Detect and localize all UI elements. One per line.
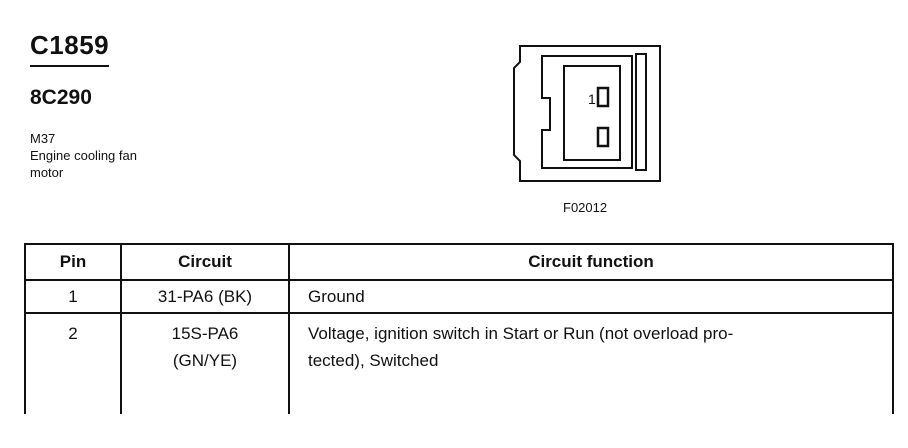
function-line: Voltage, ignition switch in Start or Run… bbox=[308, 324, 734, 343]
circuit-line: 15S-PA6 bbox=[171, 324, 239, 343]
connector-id: C1859 bbox=[30, 30, 110, 67]
part-number: 8C290 bbox=[30, 86, 92, 109]
function-line: tected), Switched bbox=[308, 351, 439, 370]
table-header-row: Pin Circuit Circuit function bbox=[24, 243, 894, 281]
pin-cell: 2 bbox=[24, 312, 122, 414]
circuit-cell: 31-PA6 (BK) bbox=[120, 279, 290, 314]
component-description: M37 Engine cooling fan motor bbox=[30, 130, 137, 181]
pin-label-1: 1 bbox=[588, 91, 596, 107]
circuit-function-cell: Ground bbox=[288, 279, 894, 314]
connector-pin-cavity-frame bbox=[563, 65, 621, 161]
circuit-line: (GN/YE) bbox=[172, 351, 238, 370]
column-header-circuit: Circuit bbox=[120, 243, 290, 281]
function-line: Ground bbox=[308, 287, 365, 306]
pin-cell: 1 bbox=[24, 279, 122, 314]
table-row: 1 31-PA6 (BK) Ground bbox=[24, 279, 894, 314]
circuit-cell: 15S-PA6 (GN/YE) bbox=[120, 312, 290, 414]
connector-inner-shroud bbox=[541, 55, 633, 169]
column-header-circuit-function: Circuit function bbox=[288, 243, 894, 281]
description-line: Engine cooling fan bbox=[30, 148, 137, 163]
description-line: motor bbox=[30, 165, 64, 180]
pinout-table: Pin Circuit Circuit function 1 31-PA6 (B… bbox=[24, 243, 894, 414]
circuit-function-cell: Voltage, ignition switch in Start or Run… bbox=[288, 312, 894, 414]
pin-terminal-1 bbox=[596, 86, 610, 108]
figure-reference: F02012 bbox=[563, 200, 608, 215]
column-header-pin: Pin bbox=[24, 243, 122, 281]
pin-terminal-2 bbox=[596, 126, 610, 148]
circuit-line: 31-PA6 (BK) bbox=[157, 287, 253, 306]
table-row: 2 15S-PA6 (GN/YE) Voltage, ignition swit… bbox=[24, 312, 894, 414]
connector-outer-housing bbox=[513, 45, 661, 182]
connector-right-rib bbox=[635, 53, 647, 171]
description-line: M37 bbox=[30, 131, 56, 146]
connector-face-diagram: 1 bbox=[513, 45, 661, 182]
